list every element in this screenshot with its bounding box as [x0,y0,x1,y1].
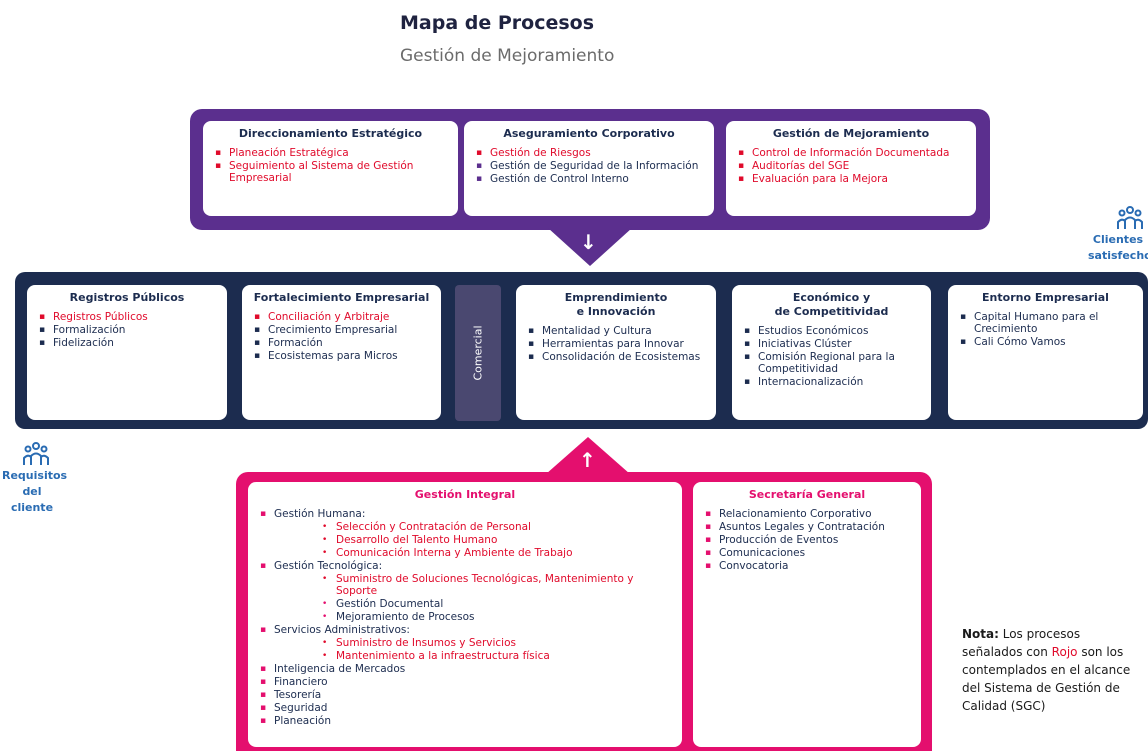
box-title: Fortalecimiento Empresarial [253,291,430,304]
strategic-box-0: Direccionamiento Estratégico Planeación … [203,121,458,216]
note: Nota: Los procesos señalados con Rojo so… [962,625,1137,715]
page-subtitle: Gestión de Mejoramiento [400,46,615,66]
list-item: Financiero [256,676,674,688]
list-item: Planeación [256,715,674,727]
box-title: Aseguramiento Corporativo [503,127,675,140]
list-item: Selección y Contratación de Personal [256,521,674,533]
support-box-1: Secretaría General Relacionamiento Corpo… [693,482,921,747]
list-item: Conciliación y Arbitraje [250,311,433,323]
list-item: Formalización [35,324,219,336]
list-item: Fidelización [35,337,219,349]
list-item: Gestión Tecnológica: [256,560,674,572]
list-item: Evaluación para la Mejora [734,173,968,185]
list-item: Auditorías del SGE [734,160,968,172]
note-red-word: Rojo [1051,645,1078,659]
list-item: Producción de Eventos [701,534,913,546]
list-item: Inteligencia de Mercados [256,663,674,675]
comercial-bar: Comercial [455,285,501,421]
requisitos-label: Requisitos del cliente [2,469,68,514]
mission-box-2: Emprendimiento e Innovación Mentalidad y… [516,285,716,420]
list-item: Comunicación Interna y Ambiente de Traba… [256,547,674,559]
box-title: Emprendimiento e Innovación [564,291,668,318]
strategic-box-2: Gestión de Mejoramiento Control de Infor… [726,121,976,216]
mission-box-3: Económico y de Competitividad Estudios E… [732,285,931,420]
list-item: Desarrollo del Talento Humano [256,534,674,546]
list-item: Gestión de Control Interno [472,173,706,185]
list-item: Herramientas para Innovar [524,338,708,350]
list-item: Relacionamiento Corporativo [701,508,913,520]
list-item: Crecimiento Empresarial [250,324,433,336]
list-item: Suministro de Soluciones Tecnológicas, M… [256,573,674,597]
list-item: Iniciativas Clúster [740,338,923,350]
list-item: Gestión Humana: [256,508,674,520]
box-title: Secretaría General [748,488,866,501]
box-title: Entorno Empresarial [982,291,1109,304]
box-title: Gestión Integral [414,488,516,501]
list-item: Planeación Estratégica [211,147,450,159]
list-item: Mejoramiento de Procesos [256,611,674,623]
list-item: Gestión Documental [256,598,674,610]
mission-box-1: Fortalecimiento Empresarial Conciliación… [242,285,441,420]
strategic-box-1: Aseguramiento Corporativo Gestión de Rie… [464,121,714,216]
list-item: Servicios Administrativos: [256,624,674,636]
list-item: Comunicaciones [701,547,913,559]
page-title: Mapa de Procesos [400,12,595,34]
list-item: Convocatoria [701,560,913,572]
list-item: Comisión Regional para la Competitividad [740,351,923,375]
arrow-up-icon: ↑ [579,448,596,472]
list-item: Mantenimiento a la infraestructura físic… [256,650,674,662]
list-item: Internacionalización [740,376,923,388]
list-item: Formación [250,337,433,349]
comercial-label: Comercial [471,325,485,381]
list-item: Gestión de Riesgos [472,147,706,159]
arrow-down-icon: ↓ [580,230,597,254]
people-group-icon [1117,206,1143,229]
list-item: Consolidación de Ecosistemas [524,351,708,363]
list-item: Asuntos Legales y Contratación [701,521,913,533]
note-part1: Los procesos señalados con [962,627,1081,659]
list-item: Seguridad [256,702,674,714]
list-item: Registros Públicos [35,311,219,323]
support-box-0: Gestión Integral Gestión Humana:Selecció… [248,482,682,747]
list-item: Capital Humano para el Crecimiento [956,311,1135,335]
note-bold: Nota: [962,627,999,641]
people-group-icon [23,442,49,465]
box-title: Gestión de Mejoramiento [772,127,930,140]
mission-box-4: Entorno Empresarial Capital Humano para … [948,285,1143,420]
list-item: Gestión de Seguridad de la Información [472,160,706,172]
box-title: Direccionamiento Estratégico [238,127,423,140]
list-item: Control de Información Documentada [734,147,968,159]
list-item: Suministro de Insumos y Servicios [256,637,674,649]
list-item: Ecosistemas para Micros [250,350,433,362]
list-item: Mentalidad y Cultura [524,325,708,337]
note-part2: son los contemplados en el alcance del S… [962,645,1131,713]
list-item: Seguimiento al Sistema de Gestión Empres… [211,160,450,184]
box-title: Económico y de Competitividad [774,291,889,318]
list-item: Cali Cómo Vamos [956,336,1135,348]
mission-box-0: Registros Públicos Registros PúblicosFor… [27,285,227,420]
box-title: Registros Públicos [69,291,185,304]
list-item: Tesorería [256,689,674,701]
clientes-label: Clientes satisfechos [1088,233,1148,262]
list-item: Estudios Económicos [740,325,923,337]
